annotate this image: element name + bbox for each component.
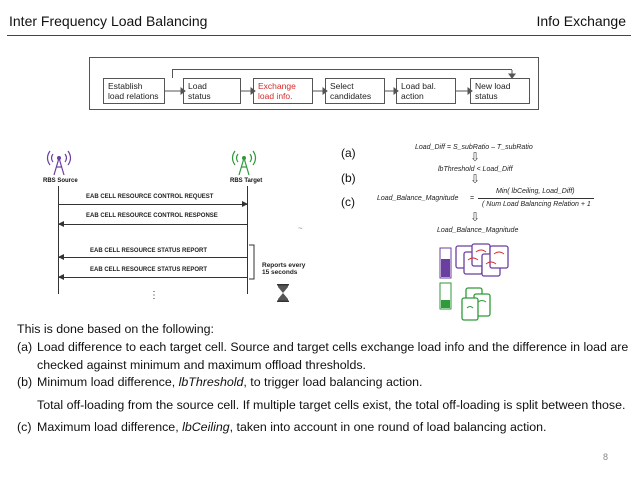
antenna-source-icon (46, 150, 72, 176)
flow-step-label: Load bal. action (401, 81, 436, 101)
item-c-text-part: , taken into account in one round of loa… (229, 419, 547, 434)
flow-step-label: New load status (475, 81, 511, 101)
message-label: EAB CELL RESOURCE CONTROL REQUEST (86, 194, 214, 200)
page-number: 8 (602, 452, 608, 462)
formula-equals: = (470, 195, 475, 202)
header-rule (7, 35, 631, 36)
item-c: (c) Maximum load difference, lbCeiling, … (17, 419, 629, 437)
item-b-label: (b) (17, 375, 33, 390)
message-label: EAB CELL RESOURCE STATUS REPORT (90, 267, 208, 273)
marker-c: (c) (341, 195, 355, 209)
reports-note: Reports every 15 seconds (262, 262, 306, 276)
formula-magnitude-lhs: Load_Balance_Magnitude (377, 195, 459, 202)
message-label: EAB CELL RESOURCE STATUS REPORT (90, 248, 208, 254)
flow-frame (89, 57, 539, 110)
item-c-text: Maximum load difference, lbCeiling, take… (37, 419, 547, 437)
section-title: Info Exchange (536, 13, 626, 29)
rbs-target-label: RBS Target (230, 178, 263, 184)
message-arrow (59, 201, 248, 207)
item-c-term: lbCeiling (182, 419, 230, 434)
item-b-text-part: , to trigger load balancing action. (243, 375, 423, 390)
item-b-text: Minimum load difference, lbThreshold, to… (37, 374, 422, 392)
flow-loop-drop (172, 69, 173, 78)
item-b: (b) Minimum load difference, lbThreshold… (17, 374, 629, 392)
item-a-text: Load difference to each target cell. Sou… (37, 339, 629, 372)
slide-header: Inter Frequency Load Balancing Info Exch… (0, 0, 638, 38)
flow-step-new-status: New load status (470, 78, 530, 104)
down-arrow-icon: ⇩ (470, 172, 481, 186)
target-lifeline (247, 186, 248, 294)
fraction-bar (478, 198, 594, 199)
slide-title: Inter Frequency Load Balancing (9, 13, 208, 29)
down-arrow-icon: ⇩ (470, 150, 481, 164)
formula-denominator: ( Num Load Balancing Relation + 1 (482, 201, 591, 208)
tilde-mark: ~ (298, 224, 303, 233)
source-lifeline (58, 186, 59, 294)
marker-b: (b) (341, 171, 356, 185)
antenna-target-icon (231, 150, 257, 176)
load-balance-illustration (439, 243, 509, 321)
formula-numerator: Min( lbCeiling, Load_Diff) (496, 188, 575, 195)
item-c-label: (c) (17, 419, 32, 434)
item-c-text-part: Maximum load difference, (37, 419, 183, 434)
flow-step-load-status: Load status (183, 78, 241, 104)
formula-load-diff: Load_Diff = S_subRatio – T_subRatio (415, 144, 533, 151)
message-label: EAB CELL RESOURCE CONTROL RESPONSE (86, 213, 218, 219)
marker-a: (a) (341, 146, 356, 160)
ellipsis-indicator: ⋮ (149, 290, 159, 301)
item-b-text-part: Minimum load difference, (37, 375, 179, 390)
message-arrow (58, 274, 247, 280)
down-arrow-icon: ⇩ (470, 210, 481, 224)
flow-arrows (165, 70, 516, 95)
flow-step-label: Select candidates (330, 81, 372, 101)
flow-step-label: Exchange load info. (258, 81, 296, 101)
flow-step-establish: Establish load relations (103, 78, 165, 104)
message-arrow (58, 254, 247, 260)
item-a-label: (a) (17, 339, 33, 354)
formula-threshold: lbThreshold < Load_Diff (438, 166, 513, 173)
flow-loop-line (172, 69, 512, 70)
rbs-source-label: RBS Source (43, 178, 78, 184)
body-text: This is done based on the following: (a)… (17, 321, 629, 437)
formula-result: Load_Balance_Magnitude (437, 227, 519, 234)
message-arrow (58, 221, 247, 227)
item-b-term: lbThreshold (178, 375, 244, 390)
flow-step-label: Establish load relations (108, 81, 159, 101)
flow-step-select: Select candidates (325, 78, 385, 104)
flow-step-label: Load status (188, 81, 211, 101)
report-bracket (249, 244, 255, 280)
hourglass-icon (277, 284, 289, 302)
intro-line: This is done based on the following: (17, 322, 214, 336)
item-a: (a) Load difference to each target cell.… (17, 339, 629, 375)
item-b-extra: Total off-loading from the source cell. … (37, 398, 626, 413)
